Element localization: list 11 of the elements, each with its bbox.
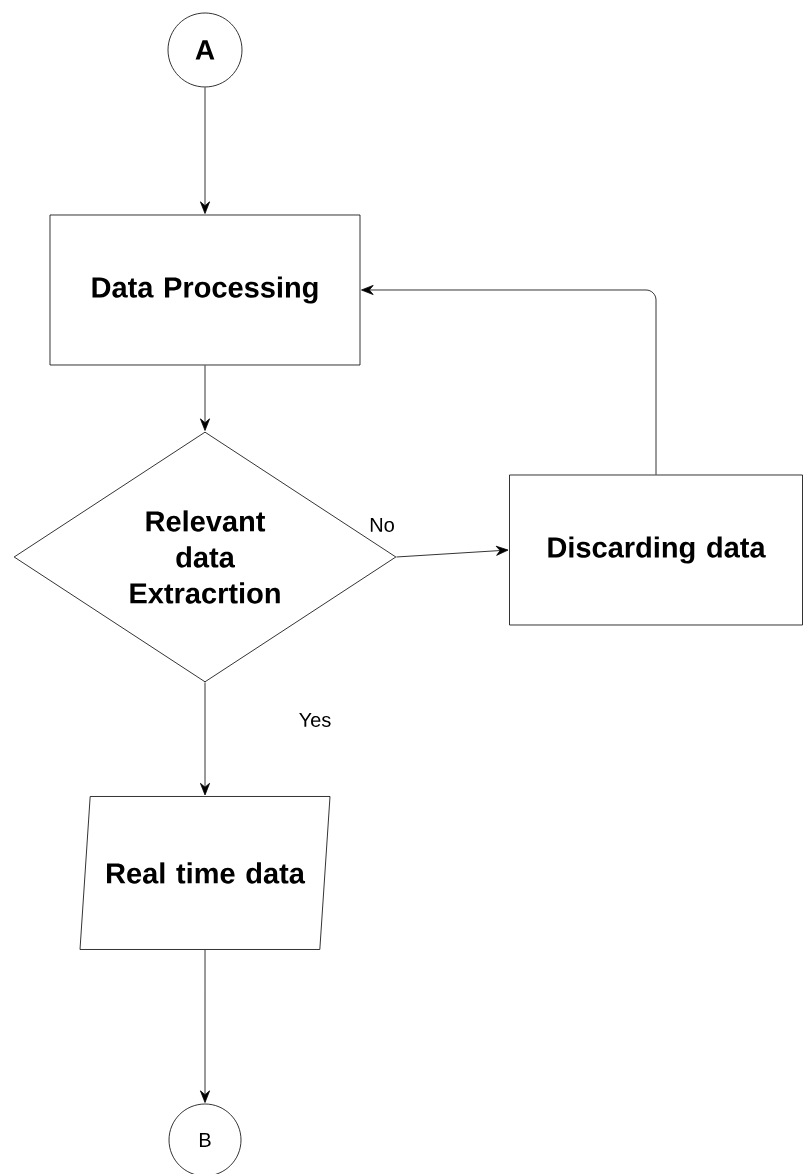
arrow [200,86,210,214]
data-parallelogram: Real time data [79,796,331,950]
arrow [200,949,210,1103]
arrow [361,285,657,475]
process-box: Data Processing [49,214,361,366]
arrow [200,365,210,431]
process-box: Discarding data [509,474,803,626]
edge-label: No [368,517,396,533]
edge-label: Yes [297,712,333,728]
arrow [396,545,509,558]
arrow [200,682,210,796]
